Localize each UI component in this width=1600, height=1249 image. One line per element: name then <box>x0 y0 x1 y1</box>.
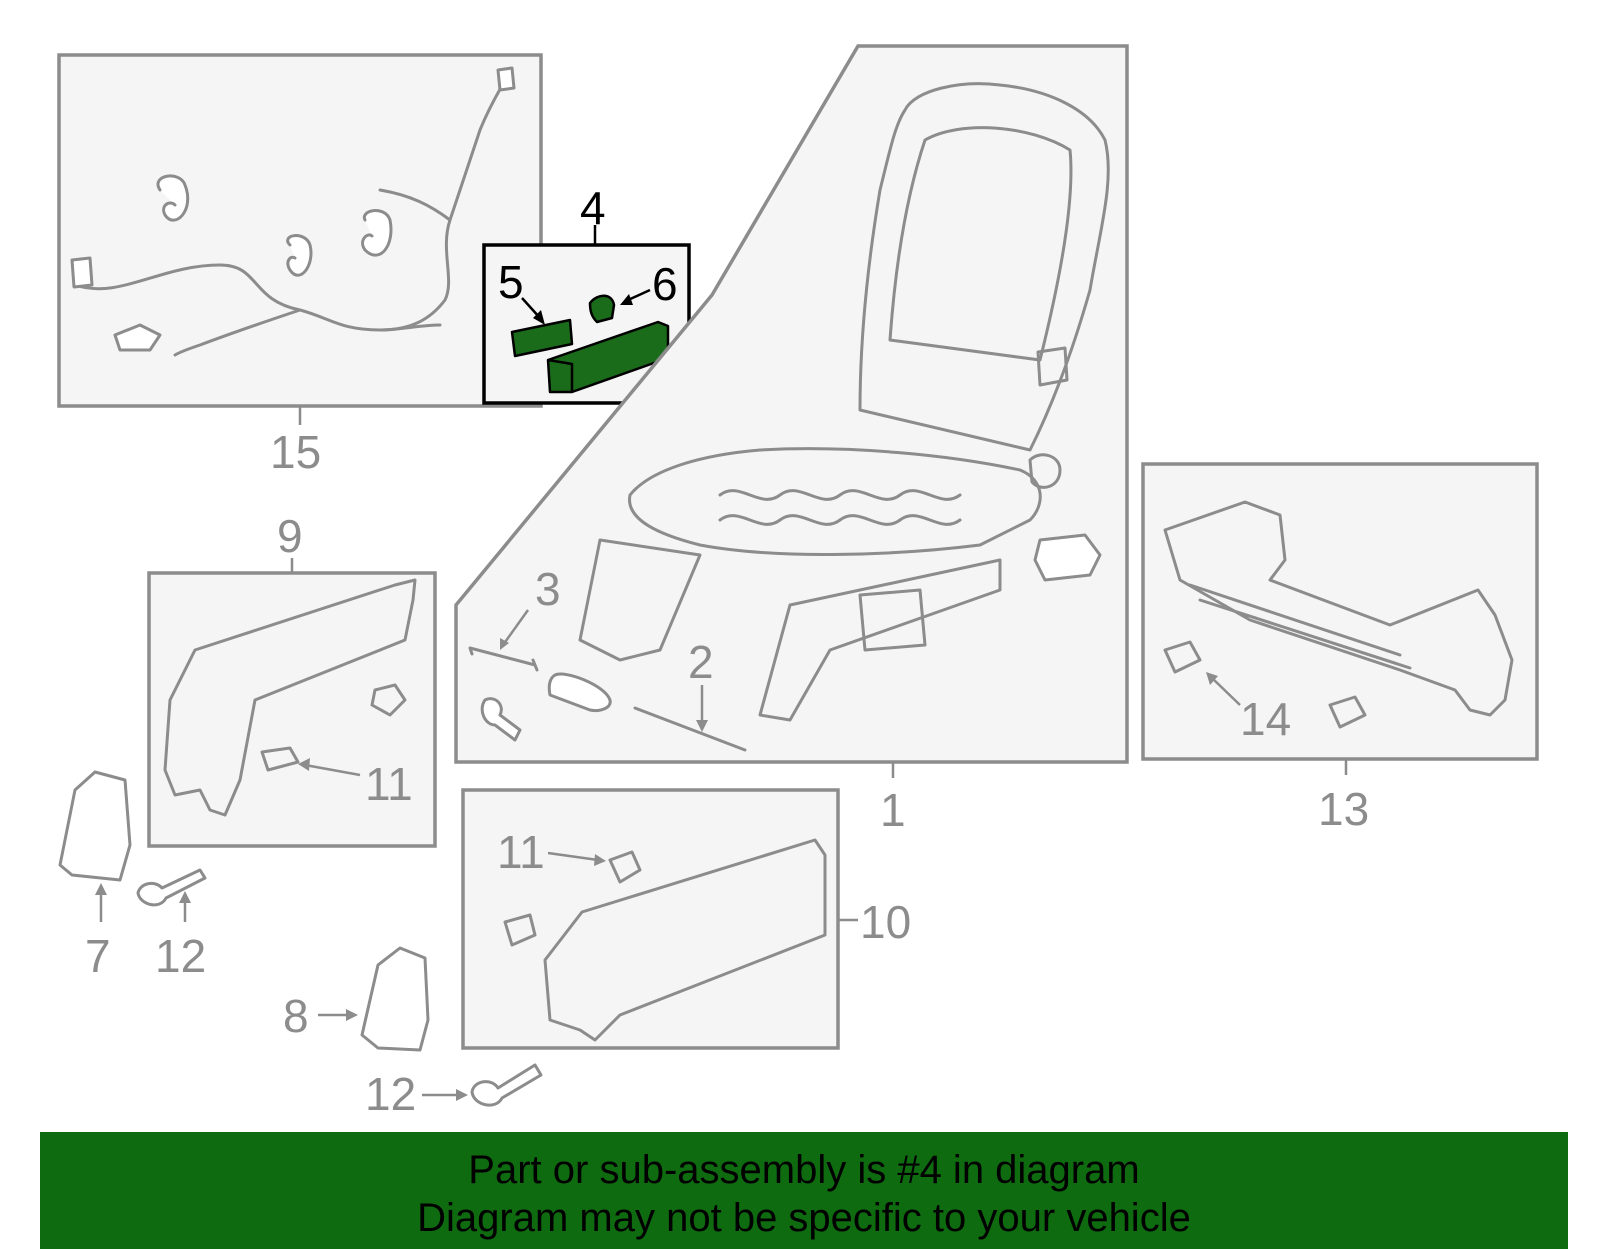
recliner-knob <box>1028 453 1062 489</box>
lower-trim-box <box>461 788 840 1050</box>
seat-rail-left <box>578 538 702 662</box>
bushing <box>547 672 612 712</box>
harness-group: 15 <box>57 53 543 478</box>
callout-9: 9 <box>277 510 303 562</box>
callout-11-b: 11 <box>497 826 545 878</box>
notice-banner: Part or sub-assembly is #4 in diagram Di… <box>40 1132 1568 1249</box>
callout-12-b: 12 <box>365 1068 416 1120</box>
callout-12-a: 12 <box>155 930 206 982</box>
side-panel <box>163 578 417 817</box>
banner-line-2: Diagram may not be specific to your vehi… <box>417 1196 1191 1240</box>
seat-track-bracket <box>858 588 927 652</box>
part-8-cover <box>360 946 430 1052</box>
part-12-screw-b <box>470 1063 543 1107</box>
base-trim-box <box>1141 462 1539 761</box>
side-switch <box>1033 533 1102 582</box>
part-7-cover <box>58 770 132 882</box>
seat-group: 3 2 1 <box>454 44 1129 836</box>
lower-trim-group: 11 10 <box>461 788 911 1050</box>
lower-trim <box>543 838 827 1042</box>
seat-back-frame <box>858 82 1110 452</box>
callout-4: 4 <box>580 182 606 234</box>
callout-1: 1 <box>880 784 906 836</box>
highlight-group: 4 5 6 <box>482 182 691 405</box>
part-3-rod <box>468 646 539 672</box>
lower-trim-clip-b <box>503 913 537 947</box>
hinge-bracket <box>1036 346 1069 387</box>
base-trim-group: 14 13 <box>1141 462 1539 835</box>
base-trim-clip-b <box>1328 695 1367 729</box>
part-12-screw-a <box>136 868 207 907</box>
parts-7-12: 7 12 <box>58 770 207 982</box>
connector-a <box>113 323 162 352</box>
part-2-rod <box>633 706 747 752</box>
bolt <box>480 697 522 742</box>
base-trim-clip-a <box>1163 640 1202 674</box>
side-panel-group: 9 11 <box>147 510 437 848</box>
seat-cushion-frame <box>628 447 1042 556</box>
callout-2: 2 <box>688 636 714 688</box>
seat-back-inner <box>888 126 1073 362</box>
part-5-pad <box>510 318 574 358</box>
callout-7: 7 <box>85 930 111 982</box>
base-trim-rail <box>1188 583 1412 670</box>
callout-11-a: 11 <box>365 758 413 810</box>
side-panel-clip-b <box>260 746 300 772</box>
harness-box <box>57 53 543 408</box>
connector-b <box>70 256 94 289</box>
parts-8-12: 8 12 <box>283 946 543 1120</box>
wire-branch <box>173 188 452 357</box>
callout-10: 10 <box>860 896 911 948</box>
callout-14: 14 <box>1240 693 1291 745</box>
banner-line-1: Part or sub-assembly is #4 in diagram <box>468 1148 1140 1192</box>
seat-box <box>454 44 1129 764</box>
callout-8: 8 <box>283 990 309 1042</box>
callout-15: 15 <box>270 426 321 478</box>
lower-trim-clip-a <box>608 850 642 884</box>
base-trim <box>1163 500 1514 717</box>
clip-c <box>361 209 393 257</box>
callout-5: 5 <box>498 256 524 308</box>
clip-a <box>156 174 190 222</box>
connector-c <box>496 66 516 92</box>
callout-13: 13 <box>1318 783 1369 835</box>
seat-rail-right <box>758 558 1002 722</box>
callout-6: 6 <box>652 258 678 310</box>
side-panel-clip-a <box>370 683 407 717</box>
seat-springs <box>718 489 962 526</box>
callout-3: 3 <box>535 563 561 615</box>
clip-b <box>286 234 313 277</box>
part-6-cap <box>588 294 616 324</box>
